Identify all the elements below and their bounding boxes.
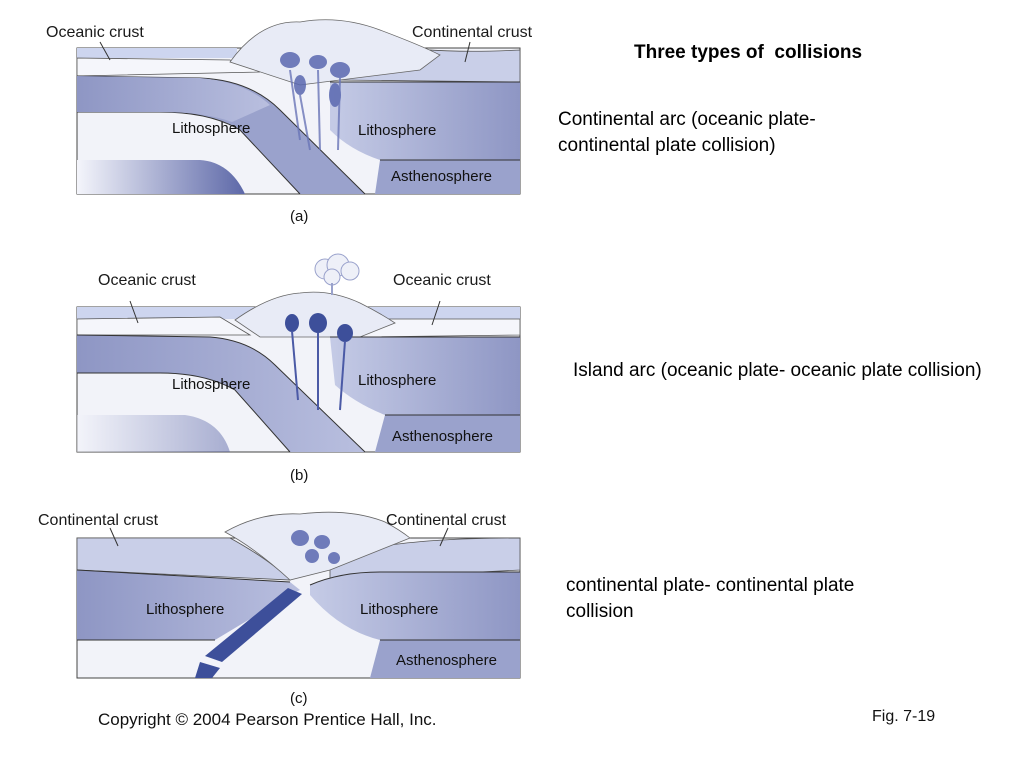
right-crust-label: Continental crust [386,512,507,529]
caption-a: (a) [290,208,309,225]
diagram-a: Oceanic crust Continental crust Lithosph… [0,0,560,240]
left-lithosphere-label: Lithosphere [172,376,251,393]
right-lithosphere-label: Lithosphere [358,122,437,139]
diagram-a-illustration [76,19,521,195]
diagram-b-illustration [76,253,521,453]
description-a: Continental arc (oceanic plate-continent… [558,109,816,156]
copyright-notice: Copyright © 2004 Pearson Prentice Hall, … [98,710,437,729]
left-lithosphere-label: Lithosphere [146,601,225,618]
asthenosphere-label: Asthenosphere [391,168,492,185]
figure-label: Fig. 7-19 [872,708,936,725]
left-crust-label: Oceanic crust [98,272,196,289]
right-crust-label: Continental crust [412,24,533,41]
diagram-c-illustration [76,511,521,679]
asthenosphere-label: Asthenosphere [396,652,497,669]
slide-title: Three types of collisions [634,42,863,63]
caption-c: (c) [290,690,308,707]
diagram-b: Oceanic crust Oceanic crust Lithosphere … [0,245,560,490]
right-lithosphere-label: Lithosphere [358,372,437,389]
left-lithosphere-label: Lithosphere [172,120,251,137]
left-crust-label: Oceanic crust [46,24,144,41]
description-c: continental plate- continental plate col… [566,575,855,622]
left-crust-label: Continental crust [38,512,159,529]
description-b: Island arc (oceanic plate- oceanic plate… [573,360,982,381]
right-crust-label: Oceanic crust [393,272,491,289]
asthenosphere-label: Asthenosphere [392,428,493,445]
right-lithosphere-label: Lithosphere [360,601,439,618]
diagram-c: Continental crust Continental crust Lith… [0,500,560,710]
caption-b: (b) [290,467,309,484]
